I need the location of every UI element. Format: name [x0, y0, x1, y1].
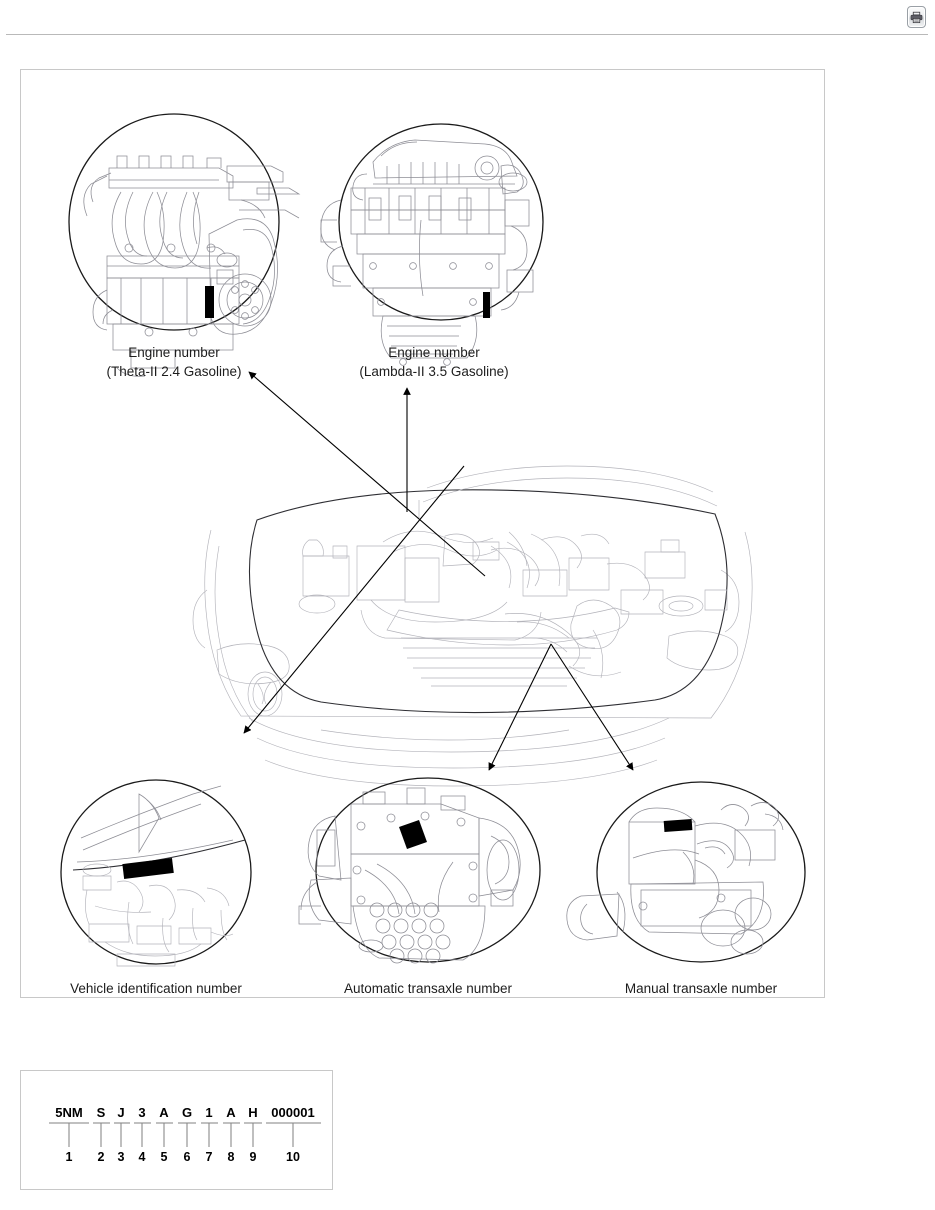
- toolbar-divider: [6, 34, 928, 35]
- vin-segment-7: 1 7: [201, 1105, 218, 1164]
- vin-segment-5: A 5: [156, 1105, 173, 1164]
- vin-segment-4: 3 4: [134, 1105, 151, 1164]
- engine-number-stamp-marker: [205, 286, 214, 318]
- automatic-transaxle-line-art: [298, 787, 521, 964]
- vin-segment-text: 3: [138, 1105, 145, 1120]
- caption-automatic-transaxle-line1: Automatic transaxle number: [344, 981, 513, 996]
- theta-engine-line-art: [83, 155, 301, 377]
- vin-segment-6: G 6: [178, 1105, 196, 1164]
- vin-segment-index: 3: [118, 1150, 125, 1164]
- automatic-transaxle-illustration: [298, 777, 541, 964]
- caption-vin-line1: Vehicle identification number: [70, 981, 242, 996]
- vin-segment-index: 5: [161, 1150, 168, 1164]
- vin-segment-index: 6: [184, 1150, 191, 1164]
- vin-segment-text: A: [159, 1105, 169, 1120]
- vin-legend-panel: 5NM 1 S 2 J 3 3 4 A: [20, 1070, 333, 1190]
- automatic-transaxle-number-marker: [399, 820, 427, 849]
- vin-segment-2: S 2: [93, 1105, 110, 1164]
- vin-plate-marker: [122, 858, 174, 879]
- engine-number-stamp-marker: [483, 292, 490, 318]
- engine-lambda-illustration: [320, 123, 544, 366]
- manual-transaxle-illustration: [566, 781, 806, 963]
- vin-segment-index: 1: [66, 1150, 73, 1164]
- vin-location-line-art: [76, 785, 234, 863]
- vin-segment-text: S: [97, 1105, 106, 1120]
- leader-arrow-vin: [243, 465, 465, 734]
- vin-segment-10: 000001 10: [266, 1105, 321, 1164]
- caption-engine-theta-line1: Engine number: [128, 345, 220, 360]
- leader-arrow-manual-transaxle: [550, 643, 634, 771]
- vin-segment-text: H: [248, 1105, 257, 1120]
- vin-location-engine-detail: [82, 863, 234, 967]
- top-toolbar: [0, 0, 935, 36]
- vin-segment-9: H 9: [244, 1105, 262, 1164]
- vehicle-engine-bay-illustration: [192, 465, 753, 787]
- caption-engine-theta-line2: (Theta-II 2.4 Gasoline): [106, 364, 241, 379]
- vin-segment-3: J 3: [114, 1105, 130, 1164]
- vehicle-identification-number-illustration: [60, 779, 252, 967]
- manual-transaxle-number-marker: [663, 819, 693, 832]
- caption-manual-transaxle-line1: Manual transaxle number: [625, 981, 778, 996]
- vin-segment-text: 5NM: [55, 1105, 82, 1120]
- vin-segment-text: A: [226, 1105, 236, 1120]
- component-location-diagram: Engine number (Theta-II 2.4 Gasoline) En…: [60, 113, 806, 996]
- vin-breakdown-diagram: 5NM 1 S 2 J 3 3 4 A: [49, 1105, 321, 1164]
- hyundai-emblem: [247, 671, 283, 717]
- vin-segment-text: 1: [205, 1105, 212, 1120]
- caption-engine-lambda-line2: (Lambda-II 3.5 Gasoline): [359, 364, 508, 379]
- caption-engine-lambda-line1: Engine number: [388, 345, 480, 360]
- vin-segment-index: 10: [286, 1150, 300, 1164]
- vin-segment-text: J: [117, 1105, 124, 1120]
- vin-segment-index: 9: [250, 1150, 257, 1164]
- vin-segment-index: 8: [228, 1150, 235, 1164]
- leader-arrow-automatic-transaxle: [488, 643, 552, 771]
- illustration-panel: Engine number (Theta-II 2.4 Gasoline) En…: [20, 69, 825, 998]
- vin-segment-8: A 8: [223, 1105, 240, 1164]
- printer-icon: [910, 11, 923, 23]
- lambda-engine-line-art: [320, 139, 534, 366]
- engine-theta-illustration: [68, 113, 301, 377]
- vin-segment-index: 2: [98, 1150, 105, 1164]
- vin-segment-text: 000001: [271, 1105, 314, 1120]
- vin-segment-text: G: [182, 1105, 192, 1120]
- manual-transaxle-line-art: [566, 802, 784, 955]
- vin-segment-1: 5NM 1: [49, 1105, 89, 1164]
- engine-bay-components: [298, 530, 728, 687]
- vin-segment-index: 7: [206, 1150, 213, 1164]
- print-button[interactable]: [907, 6, 926, 28]
- leader-arrow-engine-theta: [248, 371, 486, 577]
- vin-segment-index: 4: [139, 1150, 146, 1164]
